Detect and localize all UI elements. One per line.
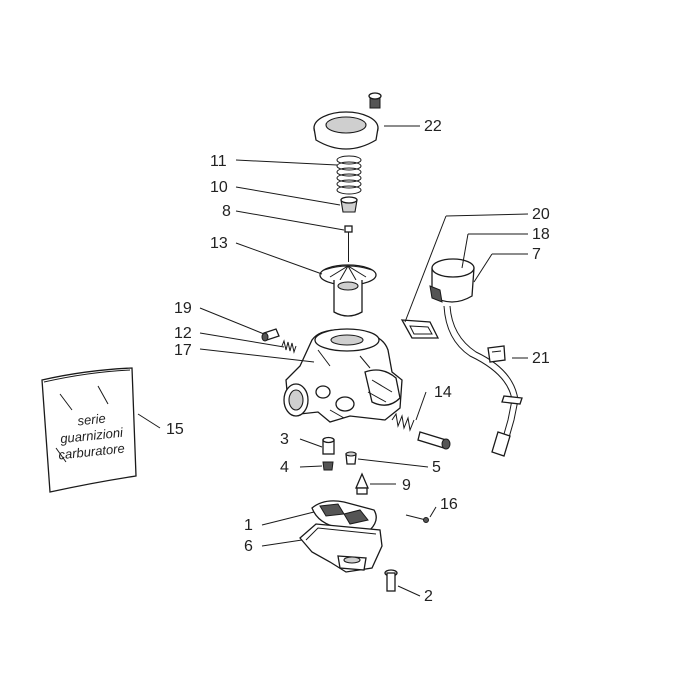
label-14: 14 [434,384,452,401]
part-2-drain-screw [384,569,398,592]
part-22-cover [313,92,382,150]
label-20: 20 [532,206,550,223]
label-1: 1 [244,517,253,534]
bag-text-line2: guarnizioni [59,425,124,447]
part-21-clip [487,345,506,363]
label-6: 6 [244,538,253,555]
part-12-spring [281,339,297,354]
label-5: 5 [432,459,441,476]
part-1-float [311,500,377,531]
label-2: 2 [424,588,433,605]
part-6-float-bowl [299,523,383,573]
part-3-jet [322,436,335,455]
part-19-screw [261,328,280,342]
label-7: 7 [532,246,541,263]
bag-text-line3: carburatore [58,441,126,463]
part-7-choke-actuator [429,258,523,457]
label-3: 3 [280,431,289,448]
leader-lines [137,125,529,597]
label-16: 16 [440,496,458,513]
part-5-jet [345,451,357,465]
label-22: 22 [424,118,442,135]
label-18: 18 [532,226,550,243]
label-21: 21 [532,350,550,367]
label-8: 8 [222,203,231,220]
label-15: 15 [166,421,184,438]
part-20-gasket [400,319,440,339]
label-9: 9 [402,477,411,494]
label-12: 12 [174,325,192,342]
part-10-retainer [340,196,358,213]
part-13-diaphragm [319,264,377,317]
part-15-gasket-bag: serie guarnizioni carburatore [41,367,137,493]
bag-text-line1: serie [77,411,107,429]
part-8-needle [344,225,353,262]
part-14-idle-screw [391,412,451,450]
part-11-spring [336,155,362,195]
part-17-carburetor-body [283,328,403,423]
label-17: 17 [174,342,192,359]
part-4-jet [322,461,334,471]
label-10: 10 [210,179,228,196]
label-11: 11 [210,153,227,170]
part-9-needle-valve [355,472,369,495]
label-13: 13 [210,235,228,252]
label-4: 4 [280,459,289,476]
callout-labels: 22 11 10 8 13 19 12 17 20 18 7 21 14 3 4… [166,118,550,605]
label-19: 19 [174,300,192,317]
part-16-pin [405,514,429,523]
